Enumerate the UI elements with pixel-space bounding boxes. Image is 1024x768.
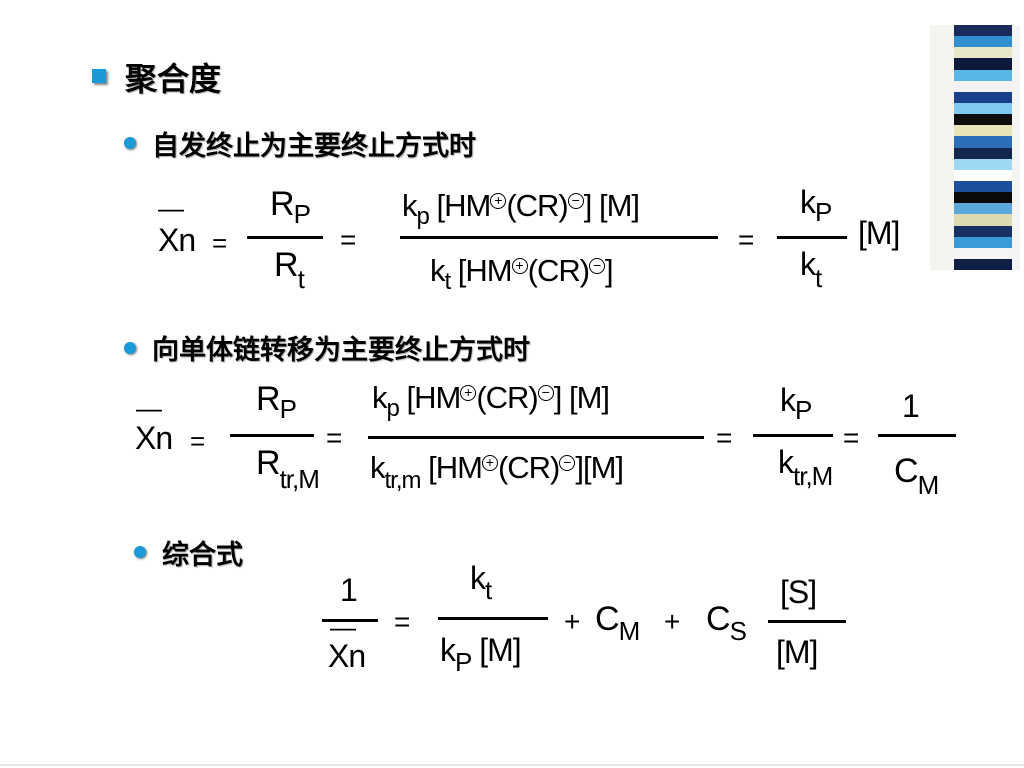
anion-charge-icon: − bbox=[537, 384, 554, 401]
stripe-band bbox=[954, 214, 1012, 226]
cation-charge-icon: + bbox=[511, 257, 528, 274]
anion-charge-icon: − bbox=[589, 257, 606, 274]
equals-sign: = bbox=[394, 606, 410, 637]
chain-transfer-denominator: ktr,m [HM+(CR)−][M] bbox=[370, 450, 624, 494]
stripe-band bbox=[954, 180, 1012, 193]
stripe-band bbox=[954, 147, 1012, 159]
fraction-bar bbox=[322, 619, 378, 622]
stripe-band bbox=[954, 236, 1012, 248]
cation-charge-icon: + bbox=[490, 192, 507, 209]
stripe-band bbox=[954, 25, 1012, 37]
equals-sign: = bbox=[190, 426, 205, 456]
equals-sign: = bbox=[843, 422, 859, 453]
propagation-numerator: kp [HM+(CR)−] [M] bbox=[372, 380, 610, 422]
round-bullet-icon bbox=[124, 137, 136, 149]
stripe-band bbox=[954, 192, 1012, 204]
ktr-symbol: ktr,M bbox=[778, 444, 833, 491]
fraction-bar bbox=[777, 236, 847, 239]
stripe-band bbox=[954, 69, 1012, 81]
square-bullet-icon bbox=[92, 69, 106, 83]
xn-symbol: Xn bbox=[135, 420, 173, 456]
footer-divider bbox=[0, 764, 1024, 766]
stripe-band bbox=[954, 136, 1012, 148]
equals-sign: = bbox=[738, 224, 754, 255]
kp-symbol: kP bbox=[800, 184, 832, 227]
fraction-bar bbox=[878, 434, 956, 437]
stripe-band bbox=[954, 203, 1012, 215]
xn-overbar: — bbox=[158, 193, 184, 223]
fraction-bar bbox=[230, 434, 314, 437]
stripe-band bbox=[954, 80, 1012, 92]
equals-sign: = bbox=[716, 422, 732, 453]
anion-charge-icon: − bbox=[559, 454, 576, 471]
page-title: 聚合度 bbox=[125, 60, 222, 98]
kp-monomer-denominator: kP [M] bbox=[440, 632, 522, 677]
stripe-band bbox=[954, 247, 1012, 259]
section-label-chain-transfer: 向单体链转移为主要终止方式时 bbox=[152, 335, 530, 366]
round-bullet-icon bbox=[134, 546, 146, 558]
section-label-self-termination: 自发终止为主要终止方式时 bbox=[152, 131, 476, 162]
kp-symbol: kP bbox=[780, 382, 812, 425]
stripe-band bbox=[954, 36, 1012, 48]
stripe-band bbox=[954, 58, 1012, 70]
solvent-concentration: [S] bbox=[780, 574, 817, 610]
stripe-band bbox=[954, 114, 1012, 126]
xn-symbol: Xn bbox=[158, 222, 196, 258]
propagation-numerator: kp [HM+(CR)−] [M] bbox=[402, 188, 640, 230]
section-label-combined: 综合式 bbox=[162, 540, 243, 571]
stripe-band bbox=[954, 47, 1012, 59]
rate-propagation: RP bbox=[256, 380, 297, 424]
xn-overbar: — bbox=[330, 612, 356, 642]
stripe-band bbox=[954, 258, 1012, 271]
stripe-band bbox=[954, 125, 1012, 137]
kt-symbol: kt bbox=[800, 246, 822, 293]
stripe-band bbox=[954, 169, 1012, 181]
equals-sign: = bbox=[340, 224, 356, 255]
rate-chain-transfer: Rtr,M bbox=[256, 444, 320, 494]
cation-charge-icon: + bbox=[481, 454, 498, 471]
cation-charge-icon: + bbox=[460, 384, 477, 401]
stripe-band bbox=[954, 91, 1012, 103]
stripe-band bbox=[954, 102, 1012, 115]
one-numerator: 1 bbox=[902, 388, 920, 424]
monomer-concentration: [M] bbox=[858, 215, 900, 251]
monomer-transfer-constant: CM bbox=[595, 600, 640, 646]
anion-charge-icon: − bbox=[567, 192, 584, 209]
decorative-stripe-banner bbox=[930, 25, 1020, 271]
fraction-bar bbox=[438, 617, 548, 620]
monomer-concentration: [M] bbox=[776, 634, 818, 670]
fraction-bar bbox=[400, 236, 718, 239]
fraction-bar bbox=[753, 434, 833, 437]
xn-symbol: Xn bbox=[328, 638, 366, 674]
plus-sign: + bbox=[564, 606, 580, 637]
chain-transfer-constant: CM bbox=[894, 452, 939, 500]
round-bullet-icon bbox=[124, 342, 136, 354]
solvent-transfer-constant: CS bbox=[706, 600, 747, 646]
stripe-band bbox=[954, 158, 1012, 170]
termination-denominator: kt [HM+(CR)−] bbox=[430, 253, 614, 295]
kt-symbol: kt bbox=[470, 560, 492, 605]
stripe-band bbox=[954, 225, 1012, 237]
stripe-column bbox=[954, 25, 1012, 271]
fraction-bar bbox=[768, 620, 846, 623]
one-numerator: 1 bbox=[340, 572, 358, 608]
rate-propagation: RP bbox=[270, 185, 311, 229]
equals-sign: = bbox=[326, 422, 342, 453]
plus-sign: + bbox=[664, 606, 680, 637]
rate-termination: Rt bbox=[274, 246, 305, 294]
fraction-bar bbox=[247, 236, 323, 239]
fraction-bar bbox=[368, 436, 704, 439]
equals-sign: = bbox=[212, 228, 227, 258]
xn-overbar: — bbox=[136, 393, 162, 423]
